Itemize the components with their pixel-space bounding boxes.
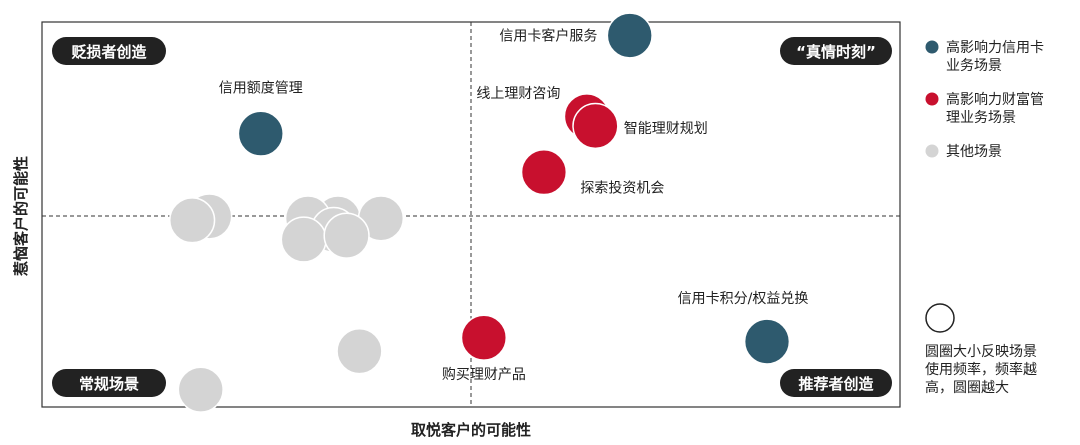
legend-label: 高影响力财富管 [946,91,1044,108]
data-label: 探索投资机会 [580,180,664,197]
legend-label: 其他场景 [946,144,1002,160]
data-point [336,328,383,375]
data-label: 信用卡积分/权益兑换 [678,290,809,307]
size-legend-note: 高，圆圈越大 [925,379,1009,396]
legend-label: 业务场景 [946,58,1002,74]
data-point [520,149,568,196]
legend-swatch [925,144,939,158]
data-point [323,212,370,259]
legend: 高影响力信用卡业务场景高影响力财富管理业务场景其他场景圆圈大小反映场景使用频率，… [925,39,1044,396]
legend-label: 高影响力信用卡 [946,39,1044,56]
legend-label: 理业务场景 [946,110,1016,126]
data-point [169,197,216,244]
data-label: 信用额度管理 [219,80,303,96]
legend-swatch [925,40,939,54]
quadrant-pill-top-left: 贬损者创造 [52,37,166,65]
quadrant-pill-top-right: “真情时刻” [780,37,892,65]
size-legend-note: 圆圈大小反映场景 [925,344,1037,360]
legend-swatch [925,92,939,106]
quadrant-pill-bottom-left: 常规场景 [52,369,166,397]
data-point [280,216,327,263]
data-point [743,318,791,365]
data-label: 购买理财产品 [442,367,526,383]
size-legend-note: 使用频率，频率越 [925,361,1037,378]
data-label: 线上理财咨询 [476,86,560,102]
data-point [572,102,619,150]
data-point [606,12,653,59]
quadrant-label-bottom-right: 推荐者创造 [798,375,873,393]
quadrant-label-bottom-left: 常规场景 [79,375,139,393]
quadrant-label-top-right: “真情时刻” [796,43,876,61]
data-point [460,314,508,361]
quadrant-pill-bottom-right: 推荐者创造 [780,369,892,397]
data-points [169,12,791,413]
data-label: 智能理财规划 [624,121,708,137]
data-label: 信用卡客户服务 [499,27,597,44]
size-legend-circle [925,303,955,333]
quadrant-label-top-left: 贬损者创造 [71,43,146,61]
data-point [177,366,224,413]
x-axis-title: 取悦客户的可能性 [411,421,531,439]
data-point [237,110,284,157]
y-axis-title: 惹恼客户的可能性 [12,156,30,276]
